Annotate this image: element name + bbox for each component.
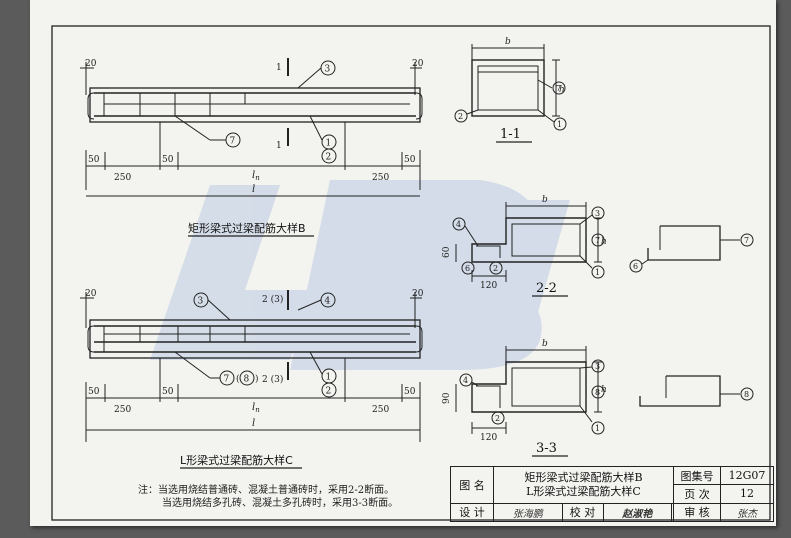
beam-c-mark-2: 2 bbox=[326, 387, 332, 397]
beam-b-elevation: 20 20 1 1 3 7 1 bbox=[80, 58, 424, 237]
section-2-mark-4: 4 bbox=[456, 220, 461, 229]
section-2-mark-7: 7 bbox=[595, 236, 600, 245]
beam-b-dim-ln: ln bbox=[252, 170, 260, 182]
section-2-mark-2: 2 bbox=[493, 264, 498, 273]
beam-c-dim-l: l bbox=[252, 418, 255, 429]
beam-b-mark-2: 2 bbox=[326, 153, 332, 163]
beam-c-mark-8: 8 bbox=[244, 375, 250, 385]
beam-c-dim-ln: ln bbox=[252, 402, 260, 414]
section-2-dim-60: 60 bbox=[442, 246, 452, 258]
beam-c-dim-top-right: 20 bbox=[412, 289, 424, 299]
drawing-frame bbox=[51, 25, 771, 521]
notes-line-2: 当选用烧结多孔砖、混凝土多孔砖时，采用3-3断面。 bbox=[162, 498, 399, 509]
tb-name-line-1: 矩形梁式过梁配筋大样B bbox=[524, 470, 643, 484]
beam-c-section-mark-bottom: 2 (3) bbox=[262, 374, 283, 385]
beam-b-section-mark-top: 1 bbox=[276, 63, 282, 73]
structural-drawing: 20 20 1 1 3 7 1 bbox=[51, 25, 771, 521]
section-2-detail-mark-7: 7 bbox=[744, 236, 749, 245]
notes-prefix: 注： bbox=[138, 485, 158, 496]
beam-b-dim-250-right: 250 bbox=[372, 173, 389, 183]
tb-page-value: 12 bbox=[720, 484, 774, 504]
section-2-label: 2-2 bbox=[536, 281, 557, 296]
tb-review-label: 审 核 bbox=[673, 502, 721, 523]
tb-design-label: 设 计 bbox=[450, 502, 494, 523]
beam-b-mark-1: 1 bbox=[326, 139, 332, 149]
beam-b-dim-top-right: 20 bbox=[412, 59, 424, 69]
section-1-b: b bbox=[505, 37, 511, 47]
section-1-label: 1-1 bbox=[500, 127, 521, 142]
beam-b-mark-7: 7 bbox=[230, 137, 236, 147]
section-3-mark-8: 8 bbox=[595, 388, 600, 397]
section-2-mark-3: 3 bbox=[595, 209, 600, 218]
section-1-mark-7: 7 bbox=[556, 84, 561, 93]
tb-name-value: 矩形梁式过梁配筋大样B L形梁式过梁配筋大样C bbox=[493, 466, 674, 504]
svg-text:(: ( bbox=[236, 374, 240, 385]
section-3-mark-2: 2 bbox=[495, 414, 500, 423]
beam-b-dim-50-right: 50 bbox=[404, 155, 416, 165]
section-3-mark-4: 4 bbox=[463, 376, 468, 385]
tb-atlas-label: 图集号 bbox=[673, 465, 721, 486]
tb-review-signature: 张杰 bbox=[720, 502, 774, 523]
tb-page-label: 页 次 bbox=[673, 484, 721, 504]
beam-c-dim-250-left: 250 bbox=[114, 405, 131, 415]
beam-c-mark-3: 3 bbox=[198, 297, 204, 307]
section-1-1: b h 7 2 1 1-1 bbox=[454, 37, 567, 143]
section-2-2: b h 60 120 4 3 7 6 2 1 2-2 7 bbox=[442, 195, 754, 297]
beam-b-section-mark-bottom: 1 bbox=[276, 141, 282, 151]
beam-b-dim-250-left: 250 bbox=[114, 173, 131, 183]
section-1-mark-1: 1 bbox=[557, 120, 562, 129]
beam-c-section-mark-top: 2 (3) bbox=[262, 294, 283, 305]
section-1-mark-2: 2 bbox=[458, 112, 463, 121]
tb-name-line-2: L形梁式过梁配筋大样C bbox=[526, 484, 641, 498]
beam-b-dim-50-left: 50 bbox=[88, 155, 100, 165]
section-2-dim-120: 120 bbox=[480, 281, 497, 291]
section-2-b: b bbox=[542, 195, 548, 205]
beam-b-dim-l: l bbox=[252, 184, 255, 195]
drawing-notes: 注：当选用烧结普通砖、混凝土普通砖时，采用2-2断面。 当选用烧结多孔砖、混凝土… bbox=[138, 484, 398, 510]
beam-c-elevation: 20 20 2 (3) 2 (3) 3 4 7 ( 8 ) bbox=[80, 289, 424, 469]
section-1-h: h bbox=[559, 85, 565, 95]
beam-c-mark-7: 7 bbox=[224, 375, 230, 385]
tb-atlas-value: 12G07 bbox=[720, 465, 774, 486]
section-3-mark-1: 1 bbox=[595, 424, 600, 433]
section-2-mark-1: 1 bbox=[595, 268, 600, 277]
svg-text:): ) bbox=[255, 374, 259, 385]
beam-c-dim-50-right: 50 bbox=[404, 387, 416, 397]
tb-name-label: 图 名 bbox=[450, 466, 494, 504]
beam-b-dim-top-left: 20 bbox=[85, 59, 97, 69]
tb-check-signature: 赵淑艳 bbox=[602, 502, 672, 523]
drawing-sheet: 20 20 1 1 3 7 1 bbox=[30, 0, 776, 526]
beam-c-mark-1: 1 bbox=[326, 373, 332, 383]
section-3-dim-120: 120 bbox=[480, 433, 497, 443]
beam-c-dim-50-mid: 50 bbox=[162, 387, 174, 397]
section-3-mark-3: 3 bbox=[595, 362, 600, 371]
beam-c-dim-top-left: 20 bbox=[85, 289, 97, 299]
beam-b-mark-3: 3 bbox=[325, 65, 331, 75]
tb-check-label: 校 对 bbox=[561, 502, 604, 523]
section-3-dim-90: 90 bbox=[442, 392, 452, 404]
beam-c-dim-50-left: 50 bbox=[88, 387, 100, 397]
notes-line-1: 当选用烧结普通砖、混凝土普通砖时，采用2-2断面。 bbox=[158, 485, 395, 496]
tb-design-signature: 张海鹏 bbox=[493, 502, 563, 523]
section-3-label: 3-3 bbox=[536, 441, 557, 456]
beam-c-title: L形梁式过梁配筋大样C bbox=[180, 453, 293, 467]
section-2-mark-6: 6 bbox=[465, 264, 470, 273]
section-2-detail-mark-6: 6 bbox=[633, 262, 638, 271]
beam-b-dim-50-mid: 50 bbox=[162, 155, 174, 165]
title-block: 图 名 矩形梁式过梁配筋大样B L形梁式过梁配筋大样C 图集号 12G07 页 … bbox=[450, 465, 774, 523]
section-3-3: b h 90 120 4 3 8 2 1 3-3 8 bbox=[442, 339, 754, 457]
beam-c-dim-250-right: 250 bbox=[372, 405, 389, 415]
section-3-detail-mark-8: 8 bbox=[744, 390, 749, 399]
beam-b-title: 矩形梁式过梁配筋大样B bbox=[188, 221, 306, 235]
section-3-b: b bbox=[542, 339, 548, 349]
beam-c-mark-4: 4 bbox=[325, 297, 331, 307]
